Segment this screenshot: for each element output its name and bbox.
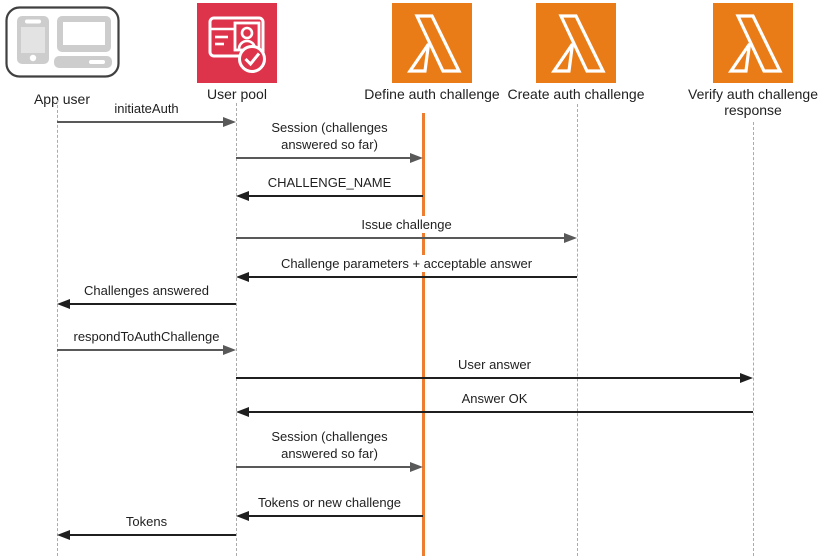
actor-label: Verify auth challenge response bbox=[688, 86, 818, 118]
message-arrowhead-icon bbox=[740, 373, 753, 383]
message-line bbox=[68, 303, 236, 305]
actor-verify-auth-challenge: Verify auth challenge response bbox=[673, 3, 833, 118]
message-line bbox=[236, 466, 412, 468]
lambda-icon bbox=[392, 3, 472, 83]
message-label: respondToAuthChallenge bbox=[70, 328, 223, 345]
message-label: Tokens bbox=[122, 513, 171, 530]
message-arrowhead-icon bbox=[236, 511, 249, 521]
message-arrowhead-icon bbox=[236, 191, 249, 201]
message-arrowhead-icon bbox=[564, 233, 577, 243]
message-arrowhead-icon bbox=[57, 530, 70, 540]
message-line bbox=[236, 157, 412, 159]
message-line bbox=[247, 195, 423, 197]
message-line bbox=[247, 276, 577, 278]
actor-create-auth-challenge: Create auth challenge bbox=[496, 3, 656, 102]
message-label: Challenges answered bbox=[80, 282, 213, 299]
message-arrowhead-icon bbox=[57, 299, 70, 309]
message-line bbox=[236, 377, 742, 379]
message-label: Answer OK bbox=[458, 390, 531, 407]
user-pool-icon bbox=[197, 3, 277, 83]
lambda-icon bbox=[713, 3, 793, 83]
message-arrowhead-icon bbox=[223, 345, 236, 355]
actor-user-pool: User pool bbox=[157, 3, 317, 102]
message-arrowhead-icon bbox=[236, 272, 249, 282]
actor-app-user: App user bbox=[0, 6, 142, 107]
message-label: Tokens or new challenge bbox=[254, 494, 405, 511]
message-label: Challenge parameters + acceptable answer bbox=[277, 255, 536, 272]
actor-label: App user bbox=[33, 91, 91, 107]
message-arrowhead-icon bbox=[236, 407, 249, 417]
lifeline bbox=[576, 104, 578, 556]
message-line bbox=[247, 515, 423, 517]
message-line bbox=[57, 121, 225, 123]
devices-icon bbox=[4, 6, 120, 78]
message-line bbox=[236, 237, 566, 239]
actor-label: User pool bbox=[207, 86, 267, 102]
lambda-icon bbox=[536, 3, 616, 83]
actor-label: Create auth challenge bbox=[507, 86, 645, 102]
lifeline bbox=[752, 122, 754, 556]
message-line bbox=[247, 411, 753, 413]
actor-define-auth-challenge: Define auth challenge bbox=[352, 3, 512, 102]
message-label: User answer bbox=[455, 356, 534, 373]
message-label: initiateAuth bbox=[111, 100, 182, 117]
message-line bbox=[57, 349, 225, 351]
message-label: Issue challenge bbox=[358, 216, 455, 233]
message-arrowhead-icon bbox=[410, 153, 423, 163]
message-line bbox=[68, 534, 236, 536]
message-label: CHALLENGE_NAME bbox=[264, 174, 395, 191]
lifeline bbox=[421, 113, 425, 556]
message-arrowhead-icon bbox=[410, 462, 423, 472]
lifeline bbox=[235, 103, 237, 556]
actor-label: Define auth challenge bbox=[364, 86, 500, 102]
message-arrowhead-icon bbox=[223, 117, 236, 127]
lifeline bbox=[56, 100, 58, 556]
